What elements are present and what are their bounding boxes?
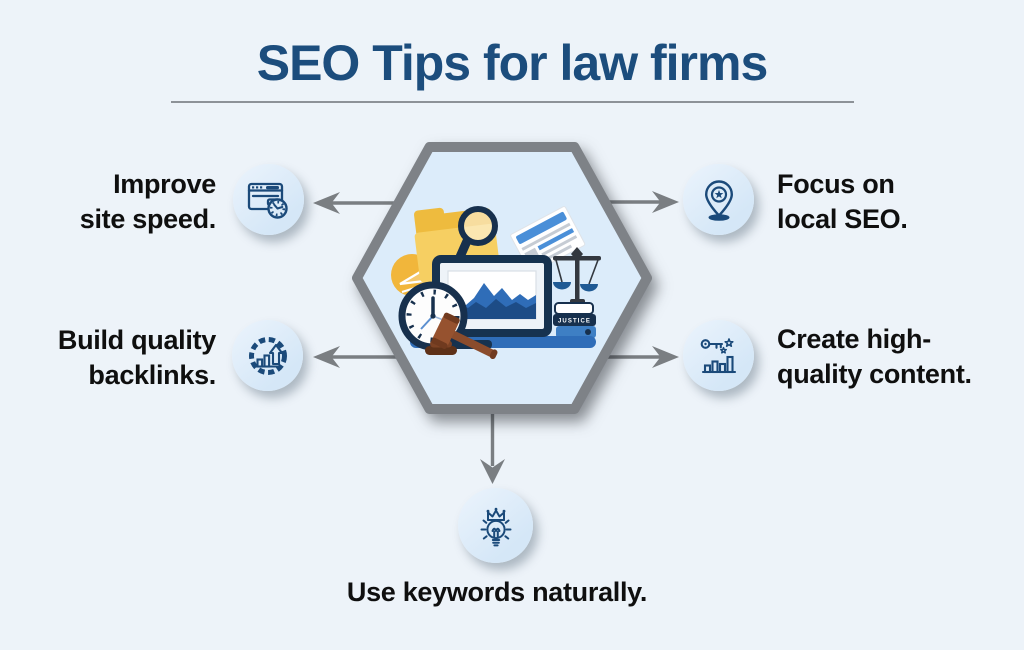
gavel-doodle <box>425 312 498 360</box>
key-stars-chart-icon <box>683 320 754 391</box>
law-seo-illustration: JUSTICE <box>391 206 601 360</box>
arrow-down-icon <box>480 406 505 484</box>
tip-use-keywords-naturally: Use keywords naturally. <box>346 577 648 607</box>
location-pin-star-icon <box>683 164 754 235</box>
chain-growth-icon <box>232 320 303 391</box>
page-title: SEO Tips for law firms <box>256 35 769 91</box>
tip-create-high-quality-content: Create high- quality content. <box>777 324 972 389</box>
tip-build-quality-backlinks: Build quality backlinks. <box>57 325 216 390</box>
tip-improve-site-speed: Improve site speed. <box>79 169 217 234</box>
title-divider <box>171 101 854 103</box>
browser-speed-icon <box>233 164 304 235</box>
crowned-bulb-icon <box>458 488 533 563</box>
book-spine-label: JUSTICE <box>558 319 591 325</box>
law-books-doodle: JUSTICE <box>553 302 596 338</box>
tip-focus-local-seo: Focus on local SEO. <box>777 169 908 234</box>
